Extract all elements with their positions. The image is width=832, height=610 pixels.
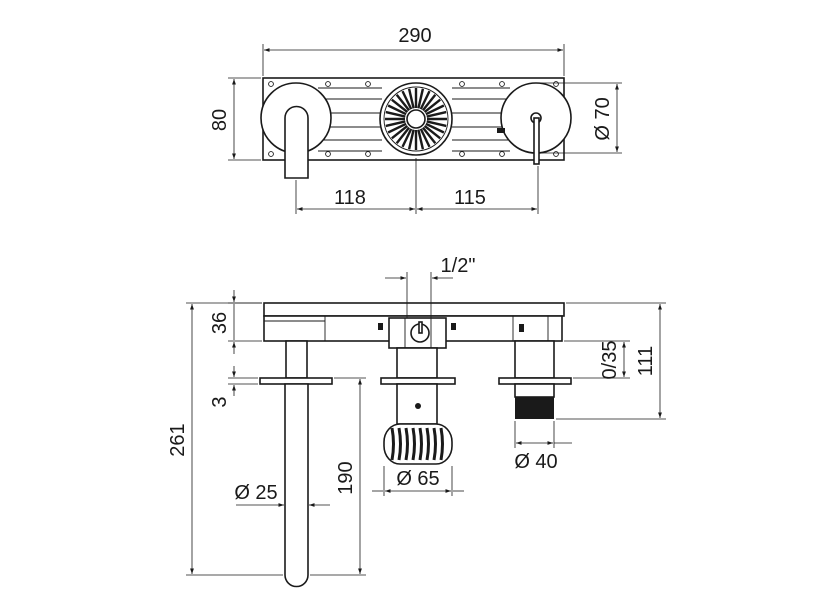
dim-depth: 111 [556,302,666,420]
dim-diameter-70: Ø 70 [540,82,622,154]
dim-width-290: 290 [262,25,565,76]
knob-flute [419,90,431,110]
knob-flute [419,128,431,148]
dim-width-label: 290 [398,25,431,47]
dim-spout-diameter: Ø 25 [234,482,330,507]
dim-height-80: 80 [209,77,261,161]
diverter-side [380,347,456,465]
knob-flutes [385,88,447,150]
knob-flute [391,98,409,114]
knob-flute-side [397,427,402,461]
knob-flute [401,128,413,148]
dim-box-depth: 36 [209,290,262,354]
knob-flute [385,120,406,128]
knob-flute-side [411,427,416,461]
dim-plate-label: 3 [209,396,231,407]
spout-top [284,105,309,179]
dim-knob-diameter-label: Ø 65 [396,468,439,490]
knob-flute [417,129,425,150]
dim-spacing: 118 115 [295,158,539,214]
side-view: 1/2" 36 3 261 [167,255,666,588]
dim-right-label: 115 [454,187,486,209]
mixer-side [498,340,572,419]
spout-rosette-side [259,377,333,385]
body-top-plate [263,302,565,317]
dim-adjust: 0/35 [564,341,630,380]
knob-flute-side [390,427,395,461]
dim-spout-length: 190 [310,377,366,576]
knob-flutes-side [390,427,444,461]
knob-flute [425,122,445,134]
knob-flute-side [418,427,423,461]
dim-adjust-label: 0/35 [599,341,621,380]
knob-flute [391,124,409,140]
dim-spout-diameter-label: Ø 25 [234,482,277,504]
knob-flute-side [404,427,409,461]
knob-flute [426,120,447,128]
knob-flute [385,110,406,118]
dim-diameter-label: Ø 70 [592,97,614,140]
knob-flute [387,104,407,116]
dim-left-label: 118 [334,187,366,209]
top-view: 290 80 Ø 70 118 115 [209,25,622,214]
knob-flute [407,129,415,150]
dim-box-depth-label: 36 [209,312,231,334]
dim-total-height: 261 [167,302,283,576]
knob-flute [421,94,437,112]
knob-flute [417,88,425,109]
knob-flute [387,122,407,134]
knob-flute-side [432,427,437,461]
spout [259,340,333,588]
knob-flute [425,104,445,116]
knob-flute-side [425,427,430,461]
knob-flute [407,88,415,109]
dim-thread: 1/2" [385,255,475,318]
knob-flute [426,110,447,118]
knob-flute [421,126,437,144]
dim-plate: 3 [209,366,258,408]
dim-lever-diameter: Ø 40 [514,421,572,473]
dim-total-height-label: 261 [167,423,189,456]
knob-flute [423,124,441,140]
knob-flute [423,98,441,114]
mixer-lever-top [533,117,540,165]
dim-height-label: 80 [209,109,231,131]
dim-knob-diameter: Ø 65 [372,466,464,496]
dim-lever-diameter-label: Ø 40 [514,451,557,473]
dim-spout-length-label: 190 [335,461,357,494]
knob-flute [395,126,411,144]
knob-flute [395,94,411,112]
knob-flute [401,90,413,110]
dim-depth-label: 111 [635,346,657,376]
knob-flute-side [439,427,444,461]
dim-thread-label: 1/2" [441,255,476,277]
